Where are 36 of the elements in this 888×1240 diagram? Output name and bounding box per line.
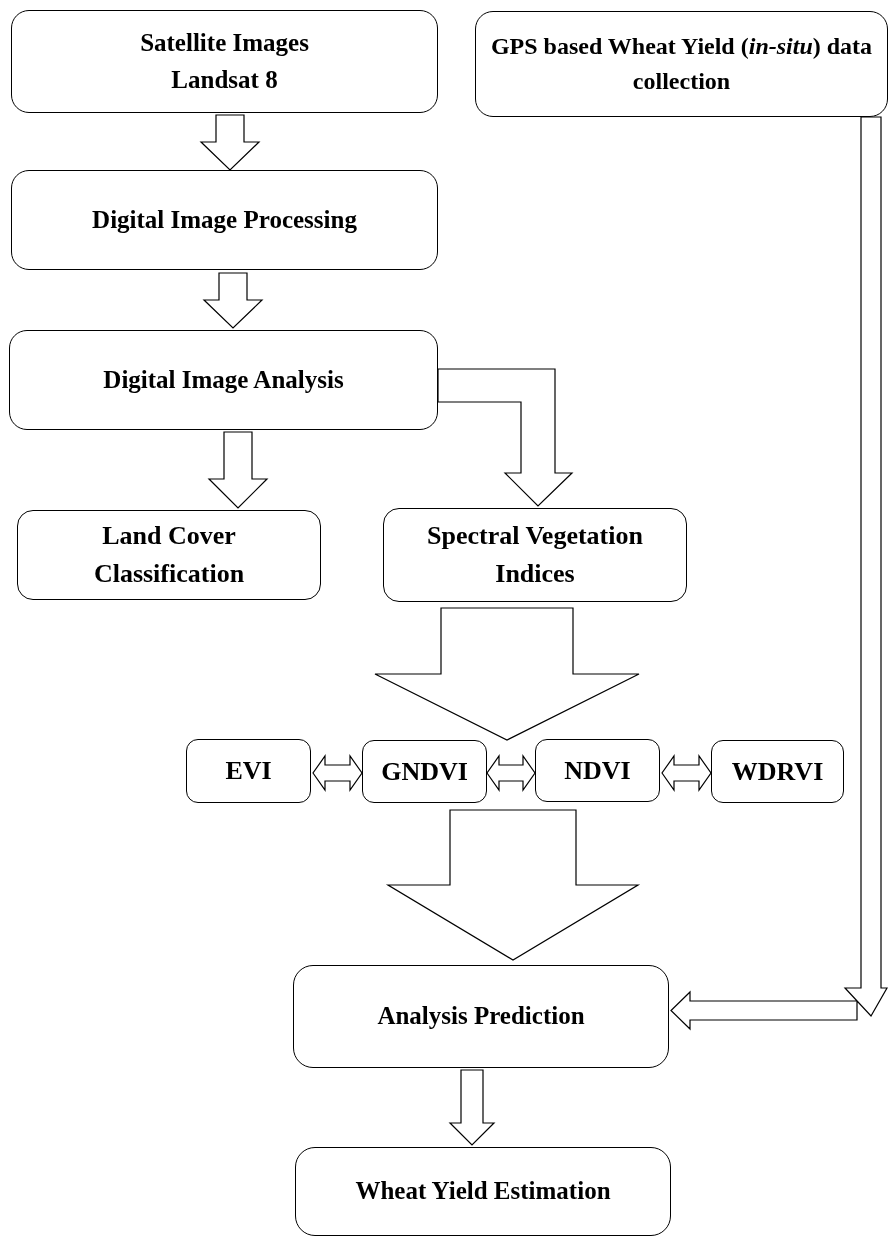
- block-arrow: [670, 116, 888, 1031]
- process-box: [475, 11, 888, 117]
- box-label: Spectral Vegetation Indices: [426, 520, 644, 590]
- block-arrow: [385, 809, 641, 961]
- process-box: [383, 508, 687, 602]
- block-arrow: [374, 607, 640, 741]
- block-arrow: [448, 1069, 496, 1146]
- block-arrow: [312, 754, 363, 792]
- box-label: GNDVI: [381, 755, 468, 788]
- box-label: Satellite Images: [140, 28, 309, 59]
- block-arrow: [199, 114, 261, 171]
- box-label: Digital Image Analysis: [103, 364, 344, 395]
- box-label: NDVI: [564, 754, 631, 787]
- block-arrow: [661, 754, 712, 792]
- process-box: [11, 170, 438, 270]
- box-label: Land Cover Classification: [92, 520, 246, 590]
- process-box: [17, 510, 321, 600]
- process-box: [11, 10, 438, 113]
- box-label: Analysis Prediction: [377, 1001, 585, 1032]
- box-label: WDRVI: [731, 755, 824, 788]
- box-label: EVI: [225, 755, 272, 788]
- block-arrow: [437, 368, 574, 507]
- box-label: GPS based Wheat Yield (in-situ) data collection: [489, 32, 874, 96]
- process-box: [186, 739, 311, 803]
- process-box: [9, 330, 438, 430]
- box-label: Digital Image Processing: [92, 204, 357, 235]
- process-box: [293, 965, 669, 1068]
- box-label: Landsat 8: [171, 64, 278, 95]
- process-box: [362, 740, 487, 803]
- process-box: [535, 739, 660, 802]
- block-arrow: [202, 272, 264, 329]
- process-box: [711, 740, 844, 803]
- block-arrow: [207, 431, 269, 509]
- box-label: Wheat Yield Estimation: [355, 1176, 611, 1207]
- process-box: [295, 1147, 671, 1236]
- block-arrow: [486, 754, 536, 792]
